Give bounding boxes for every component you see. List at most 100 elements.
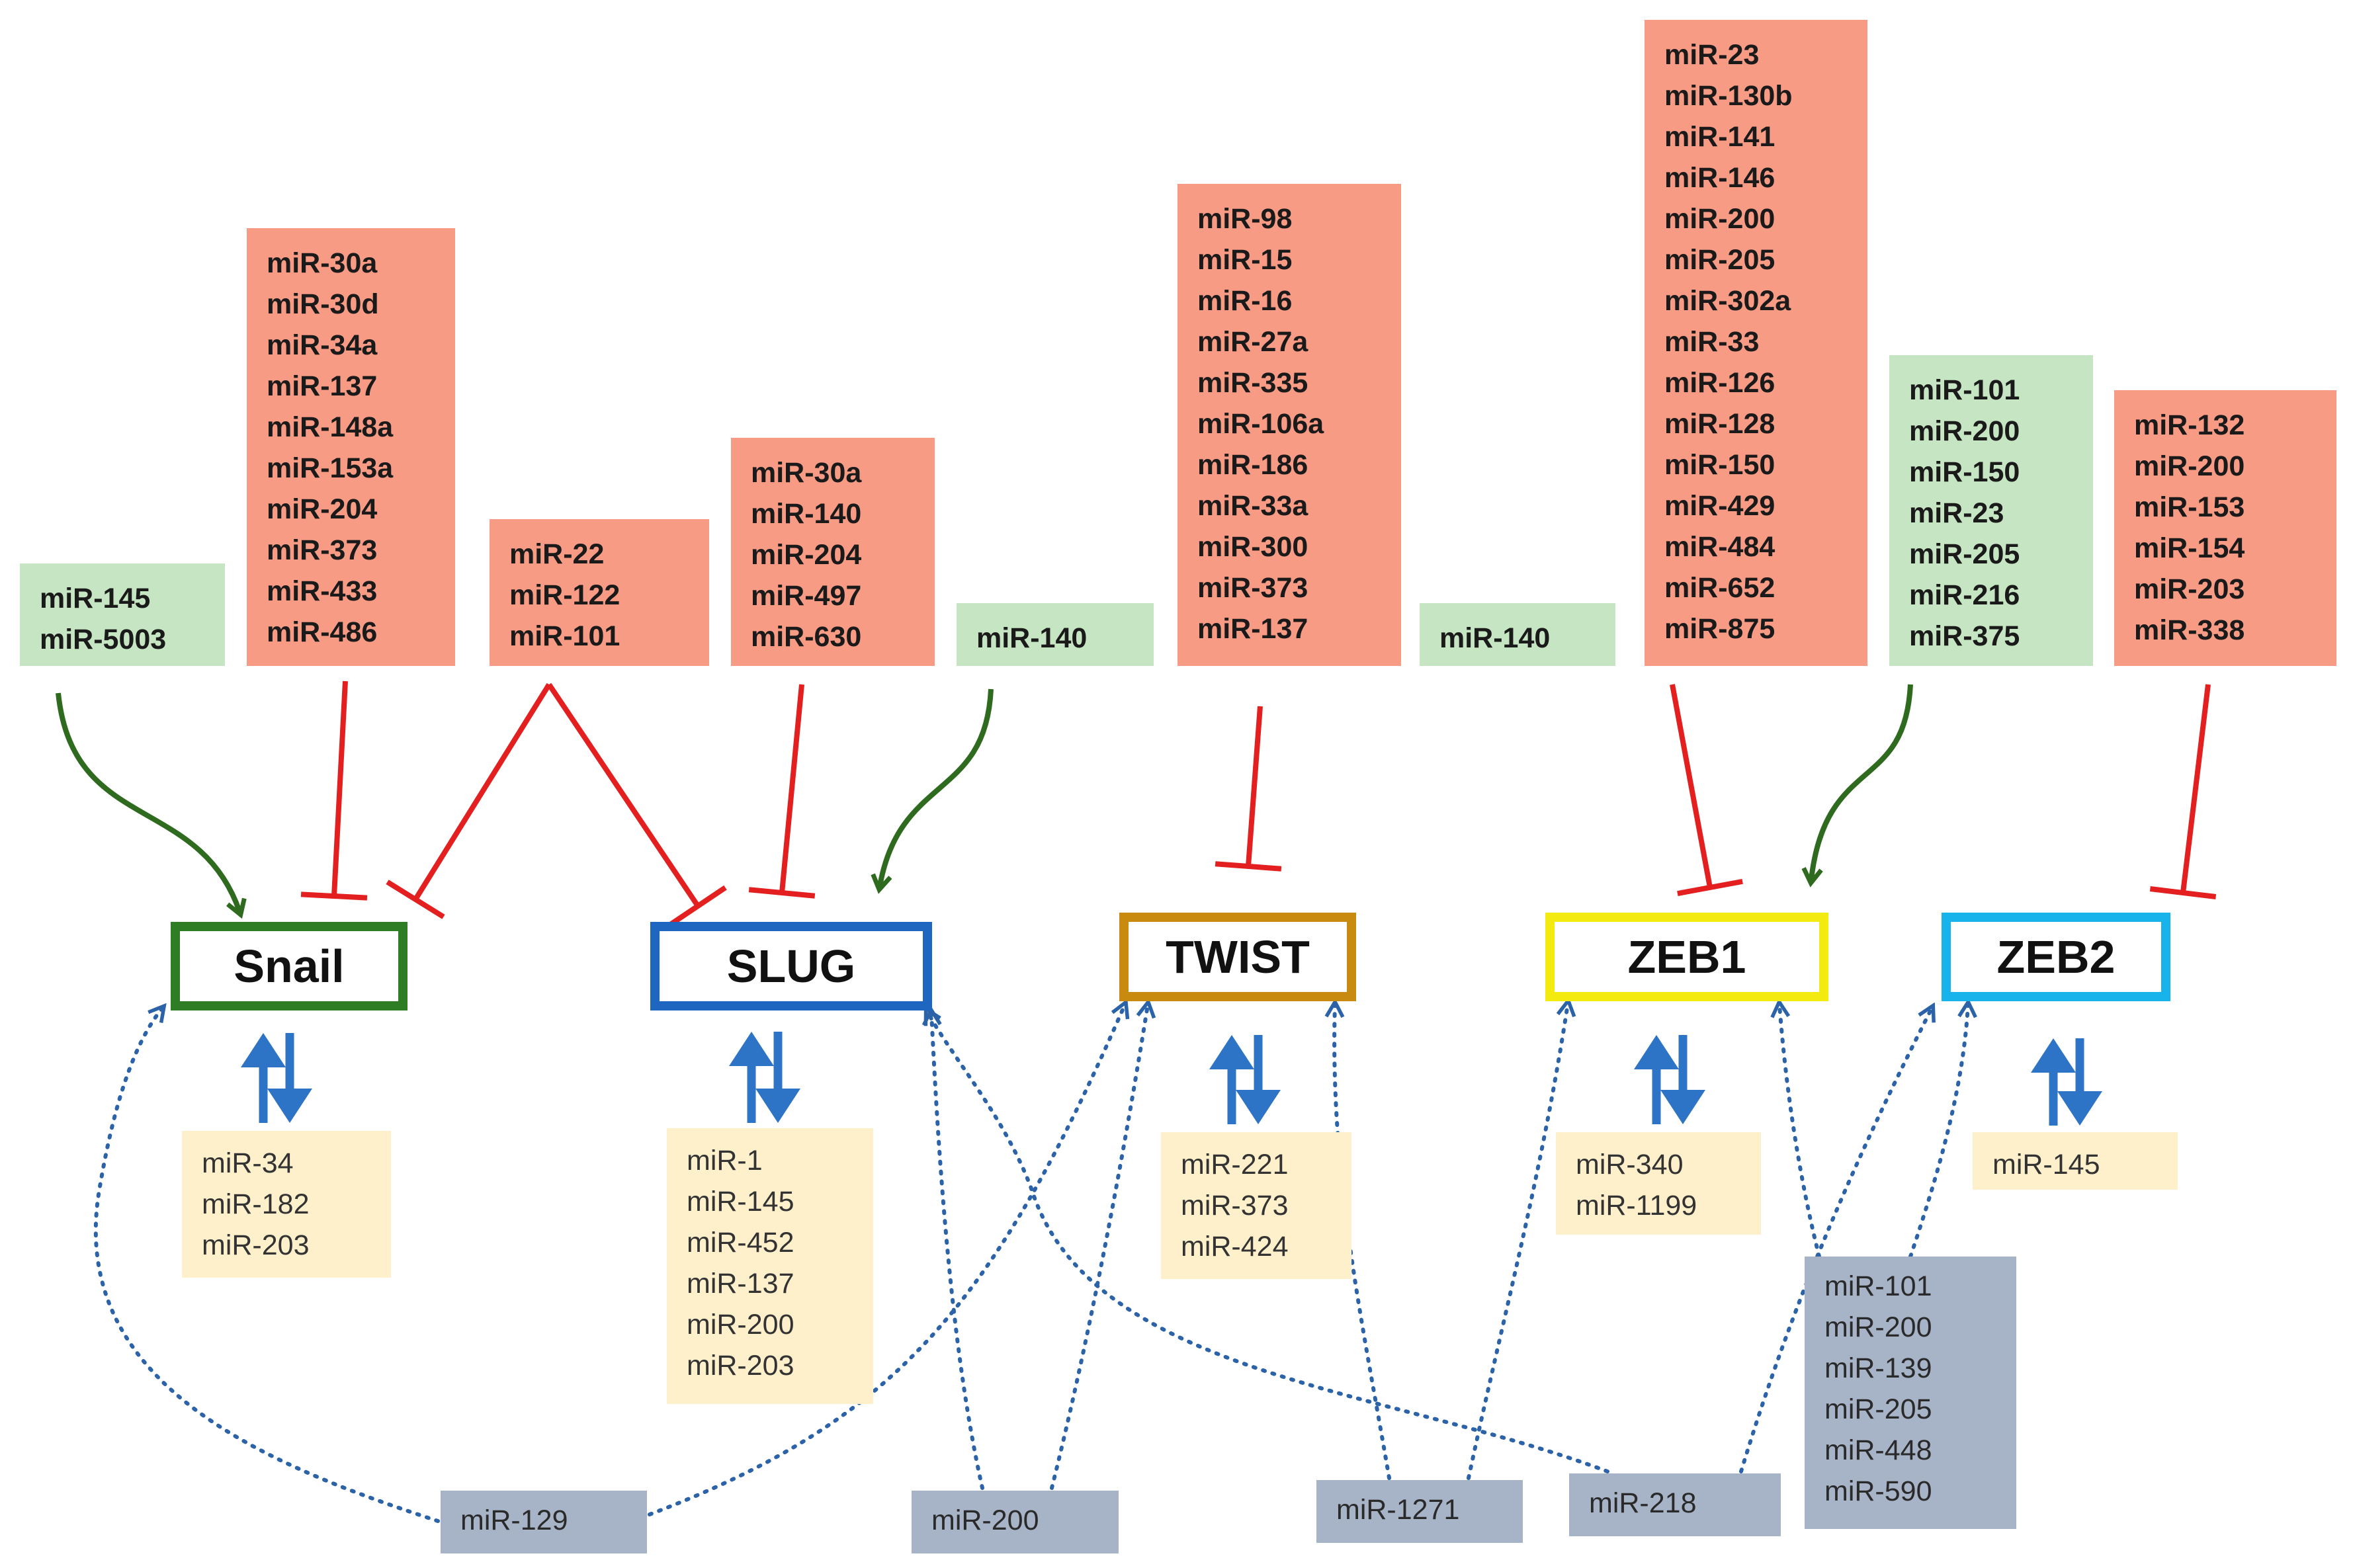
mirna-label: miR-204 xyxy=(751,539,862,571)
mirna-label: miR-140 xyxy=(751,498,862,530)
mirna-label: miR-340 xyxy=(1576,1149,1684,1180)
ind-218-mirna-box: miR-218 xyxy=(1569,1473,1781,1536)
slug-activate-arrow xyxy=(880,688,994,886)
mir1271-to-zeb1-line xyxy=(1467,1004,1568,1480)
mirna-label: miR-154 xyxy=(2134,532,2245,564)
twist-gene-box: TWIST xyxy=(1119,913,1356,1001)
mirna-label: miR-338 xyxy=(2134,614,2245,646)
mirna-label: miR-140 xyxy=(1439,622,1551,654)
mirna-label: miR-373 xyxy=(1197,572,1308,604)
snail-gene-box: Snail xyxy=(171,922,407,1011)
mir129-to-twist-line xyxy=(648,1005,1125,1516)
mirna-label: miR-139 xyxy=(1824,1352,1932,1384)
mir218-to-zeb2-line xyxy=(1739,1009,1932,1473)
mirna-label: miR-452 xyxy=(687,1227,794,1259)
slug-inhibit-line xyxy=(779,684,804,893)
mirna-label: miR-33 xyxy=(1664,326,1760,358)
twist-inhibit-line-bar xyxy=(1215,861,1282,872)
snail-feedback-arrow-down-head xyxy=(267,1089,312,1123)
mirna-label: miR-497 xyxy=(751,580,862,612)
mirna-label: miR-23 xyxy=(1664,39,1760,71)
shared-to-slug-inhibit-line-bar xyxy=(669,885,727,927)
mirna-label: miR-186 xyxy=(1197,449,1308,481)
mirna-label: miR-150 xyxy=(1909,456,2020,488)
mirna-label: miR-875 xyxy=(1664,613,1775,645)
mirna-label: miR-200 xyxy=(931,1505,1039,1536)
mirna-label: miR-1199 xyxy=(1576,1190,1697,1221)
mirna-label: miR-203 xyxy=(2134,573,2245,605)
mirna-label: miR-203 xyxy=(687,1350,794,1382)
mirna-label: miR-126 xyxy=(1664,367,1775,399)
mirna-label: miR-101 xyxy=(1824,1270,1932,1302)
mirna-label: miR-221 xyxy=(1181,1149,1289,1180)
mirna-label: miR-98 xyxy=(1197,203,1293,235)
mirna-label: miR-128 xyxy=(1664,408,1775,440)
zeb1-feedback-arrow-down-head xyxy=(1660,1090,1705,1124)
mirna-label: miR-652 xyxy=(1664,572,1775,604)
mirna-label: miR-204 xyxy=(267,493,378,525)
mirna-label: miR-302a xyxy=(1664,285,1791,317)
mirna-label: miR-373 xyxy=(1181,1190,1289,1221)
zeb1-inhibit-line xyxy=(1670,684,1713,888)
mirna-label: miR-145 xyxy=(1992,1149,2100,1180)
multi-to-zeb1-line xyxy=(1779,1005,1821,1259)
mir218-to-slug-line xyxy=(927,1012,1609,1473)
mirna-label: miR-101 xyxy=(509,620,620,652)
mirna-label: miR-16 xyxy=(1197,285,1293,317)
mirna-label: miR-1271 xyxy=(1336,1494,1460,1526)
mirna-label: miR-150 xyxy=(1664,449,1775,481)
snail-feedback-arrow-up-head xyxy=(241,1033,286,1067)
slug-gene-box: SLUG xyxy=(650,922,932,1011)
twist-feedback-arrow-up-head xyxy=(1209,1035,1254,1069)
mirna-label: miR-30a xyxy=(267,247,378,279)
slug-act-mirna-box: miR-140 xyxy=(957,603,1154,666)
mirna-label: miR-590 xyxy=(1824,1475,1932,1507)
mirna-label: miR-205 xyxy=(1909,538,2020,570)
mirna-label: miR-218 xyxy=(1589,1487,1697,1519)
slug-feedback-arrow-down-head xyxy=(755,1089,800,1123)
mirna-label: miR-484 xyxy=(1664,531,1775,563)
shared-inh-mirna-box: miR-22 miR-122 miR-101 xyxy=(490,519,709,666)
mirna-label: miR-205 xyxy=(1824,1393,1932,1425)
mirna-label: miR-1 xyxy=(687,1145,763,1176)
slug-feedback-arrow-up-head xyxy=(729,1032,774,1066)
mirna-label: miR-375 xyxy=(1909,620,2020,652)
twist-inhibit-line xyxy=(1246,706,1263,867)
mirna-label: miR-153a xyxy=(267,452,394,484)
zeb1-gene-box: ZEB1 xyxy=(1545,913,1828,1001)
snail-inhibit-line xyxy=(331,681,348,897)
mirna-label: miR-23 xyxy=(1909,497,2004,529)
mirna-label: miR-216 xyxy=(1909,579,2020,611)
mirna-label: miR-132 xyxy=(2134,409,2245,441)
multi-to-zeb2-line xyxy=(1908,1005,1968,1259)
mirna-label: miR-205 xyxy=(1664,244,1775,276)
zeb1-feedback-arrow-up-head xyxy=(1634,1035,1679,1069)
mirna-label: miR-424 xyxy=(1181,1231,1289,1262)
mirna-label: miR-5003 xyxy=(40,624,167,655)
mirna-label: miR-145 xyxy=(687,1186,794,1217)
mirna-label: miR-182 xyxy=(202,1188,310,1220)
mirna-label: miR-140 xyxy=(976,622,1088,654)
mirna-label: miR-200 xyxy=(1824,1311,1932,1343)
zeb2-fb-mirna-box: miR-145 xyxy=(1973,1132,2178,1190)
slug-inhibit-line-bar xyxy=(748,887,816,899)
zeb2-feedback-arrow-up-head xyxy=(2031,1038,2076,1073)
mirna-label: miR-129 xyxy=(460,1505,568,1536)
mirna-label: miR-101 xyxy=(1909,374,2020,406)
mirna-label: miR-30d xyxy=(267,288,379,320)
mirna-label: miR-630 xyxy=(751,621,862,653)
mirna-label: miR-22 xyxy=(509,538,605,570)
shared-to-snail-inhibit-line-bar xyxy=(386,880,445,919)
mirna-label: miR-137 xyxy=(1197,613,1308,645)
ind-200-mirna-box: miR-200 xyxy=(912,1491,1119,1553)
mirna-label: miR-34 xyxy=(202,1147,294,1179)
mirna-label: miR-27a xyxy=(1197,326,1308,358)
mirna-label: miR-122 xyxy=(509,579,620,611)
mirna-label: miR-148a xyxy=(267,411,394,443)
ind-1271-mirna-box: miR-1271 xyxy=(1316,1480,1523,1543)
